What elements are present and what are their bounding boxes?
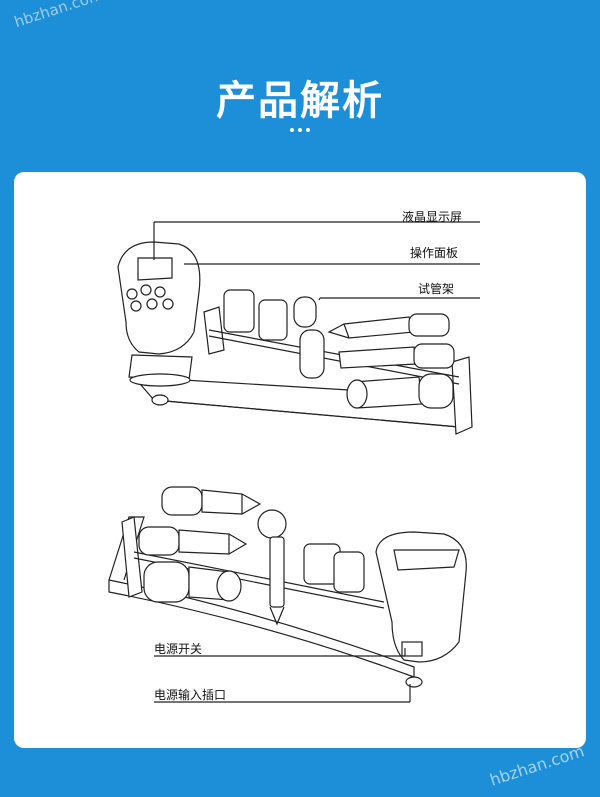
product-diagram bbox=[108, 221, 480, 703]
watermark-bottom: hbzhan.com bbox=[487, 741, 587, 790]
label-power-input: 电源输入插口 bbox=[154, 688, 227, 702]
page-title: 产品解析 bbox=[216, 78, 384, 124]
label-tube-rack: 试管架 bbox=[418, 282, 455, 296]
label-lcd-screen: 液晶显示屏 bbox=[402, 210, 463, 224]
bottom-device-illustration bbox=[108, 486, 467, 703]
label-operation-panel: 操作面板 bbox=[410, 246, 459, 260]
title-dots bbox=[0, 128, 600, 132]
diagram-card: 液晶显示屏 操作面板 试管架 电源开关 电源输入插口 bbox=[14, 172, 586, 748]
top-device-illustration bbox=[117, 221, 480, 435]
label-power-switch: 电源开关 bbox=[154, 642, 203, 656]
watermark-top: hbzhan.com bbox=[12, 0, 105, 32]
